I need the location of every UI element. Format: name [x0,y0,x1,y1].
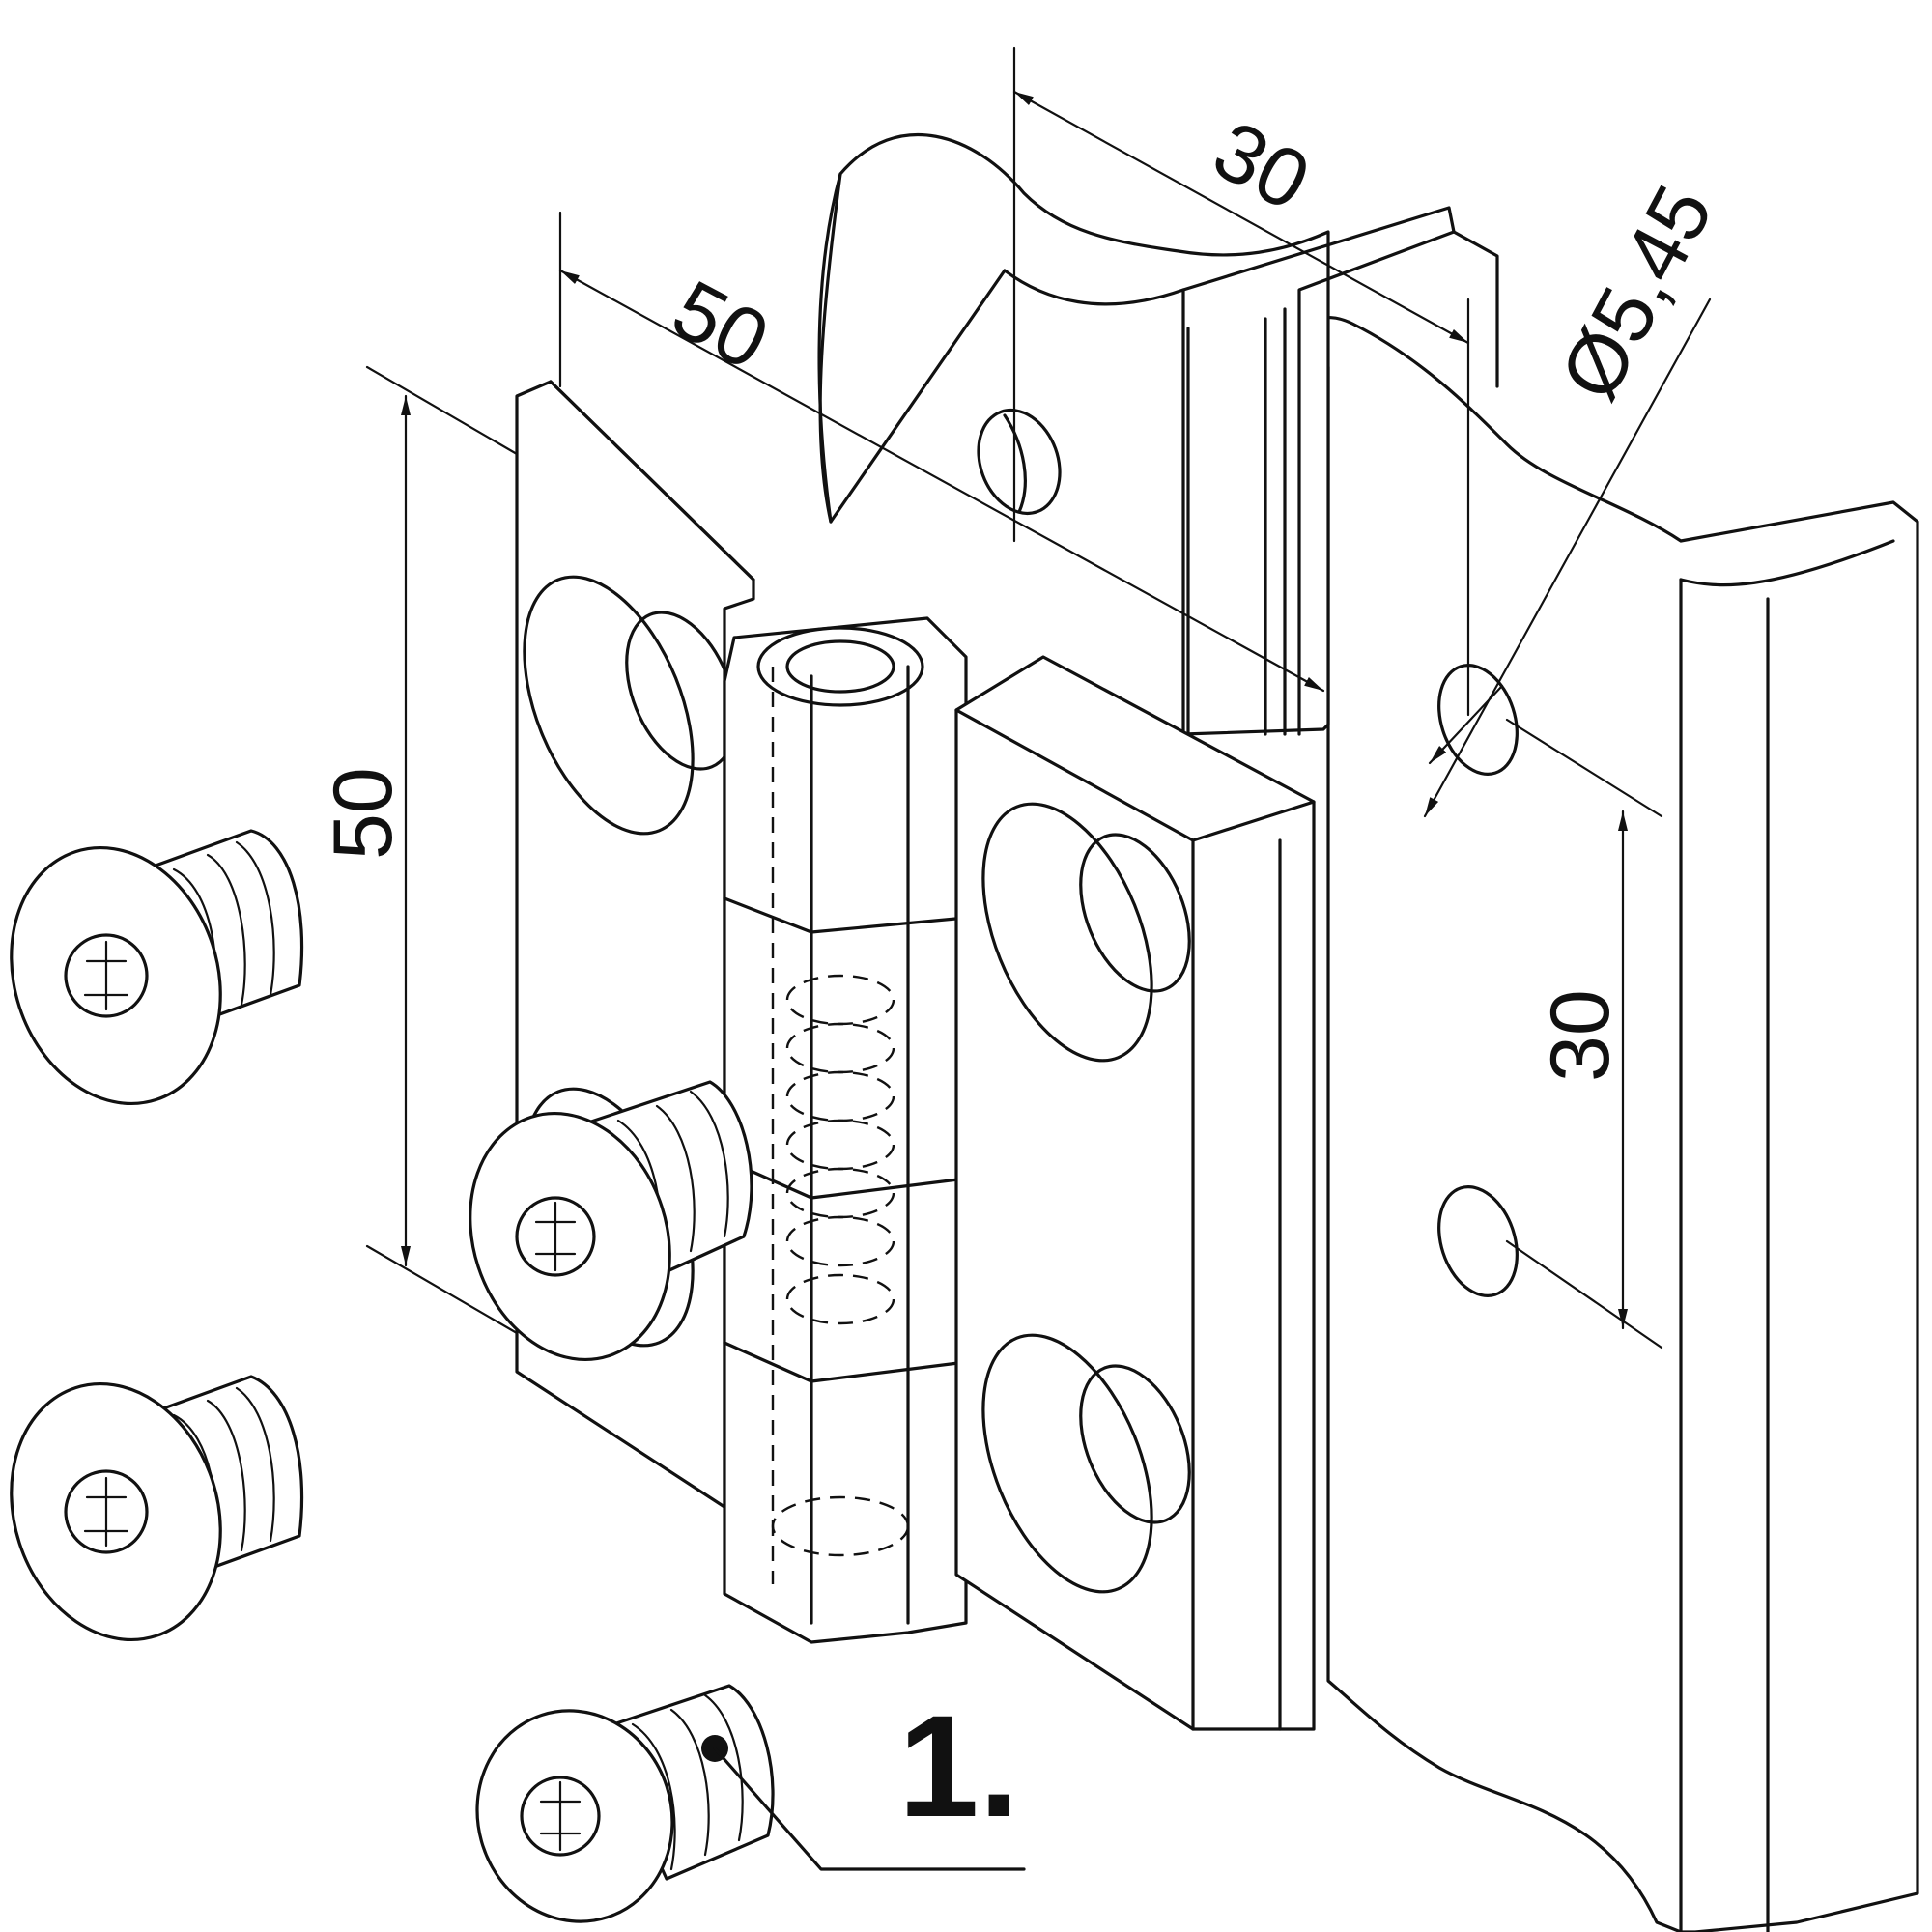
dim-label-hinge-width: 50 [658,263,783,388]
callout-leader: 1. [701,1685,1026,1871]
profile-hole-top [1437,664,1519,776]
hinge-leaf-right [954,655,1316,1731]
torx-drive-icon [520,1776,601,1857]
dimension-hinge-height: 50 [317,365,519,1335]
callout-label: 1. [898,1685,1019,1847]
dim-label-hinge-height: 50 [317,767,410,860]
profile-hole-bottom [1437,1185,1519,1297]
frame-profile-right [1288,316,1919,1932]
torx-drive-icon [515,1196,596,1277]
dim-label-hole-spacing: 30 [1534,989,1627,1082]
screw-bottom-left [10,1375,304,1642]
screw-middle [469,1080,753,1362]
torx-drive-icon [64,1469,149,1554]
screw-bottom [475,1684,775,1923]
screw-top-left [10,829,304,1106]
dim-label-frame-depth: 30 [1199,103,1324,229]
dimension-hole-spacing: 30 [1505,718,1663,1350]
torx-drive-icon [64,933,149,1018]
dim-label-hole-diameter: Ø5,45 [1543,171,1731,414]
profile-hole-mid [977,408,1062,516]
hinge-knuckle [723,616,968,1644]
